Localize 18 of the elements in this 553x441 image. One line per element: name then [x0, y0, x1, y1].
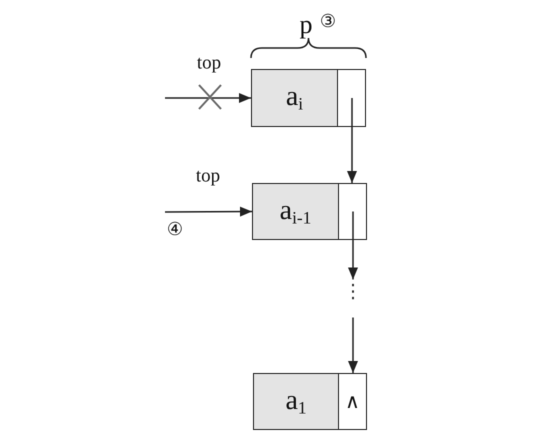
element-label: a$_{i}$ [286, 83, 304, 113]
list-node [251, 69, 366, 127]
arrow [348, 318, 358, 373]
step-number: ③ [320, 12, 336, 30]
pointer-label: top [196, 54, 222, 72]
element-label: a$_{1}$ [285, 386, 307, 416]
arrow [348, 212, 358, 280]
element-label: a$_{i-1}$ [280, 196, 312, 226]
pointer-name: p [300, 12, 312, 38]
list-node [252, 183, 367, 240]
arrow [165, 93, 251, 103]
arrow [347, 98, 357, 183]
arrow [165, 206, 252, 217]
list-node [253, 373, 367, 430]
vertical-ellipsis: ⋮ [344, 282, 362, 302]
step-number: ④ [166, 220, 184, 238]
pointer-label: top [196, 166, 220, 186]
null-pointer-symbol: ∧ [345, 392, 360, 412]
